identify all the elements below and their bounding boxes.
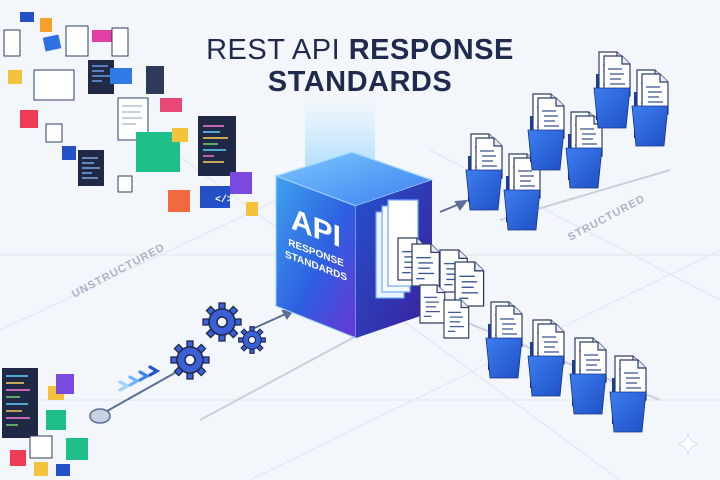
title-regular: REST API xyxy=(206,34,341,66)
structured-folders-lower xyxy=(486,302,646,432)
unstructured-data-cluster-top xyxy=(3,12,258,216)
code-tag-icon: </> xyxy=(215,194,233,206)
unstructured-data-cluster-bottom xyxy=(2,368,88,476)
title-line-1: REST API RESPONSE xyxy=(0,34,720,67)
chevrons-icon xyxy=(118,365,161,392)
input-node-icon xyxy=(89,408,111,424)
title-line-2: STANDARDS xyxy=(267,66,453,98)
gears-icon xyxy=(170,302,266,380)
sparkle-icon xyxy=(677,433,699,455)
title-bold: RESPONSE xyxy=(348,34,514,66)
